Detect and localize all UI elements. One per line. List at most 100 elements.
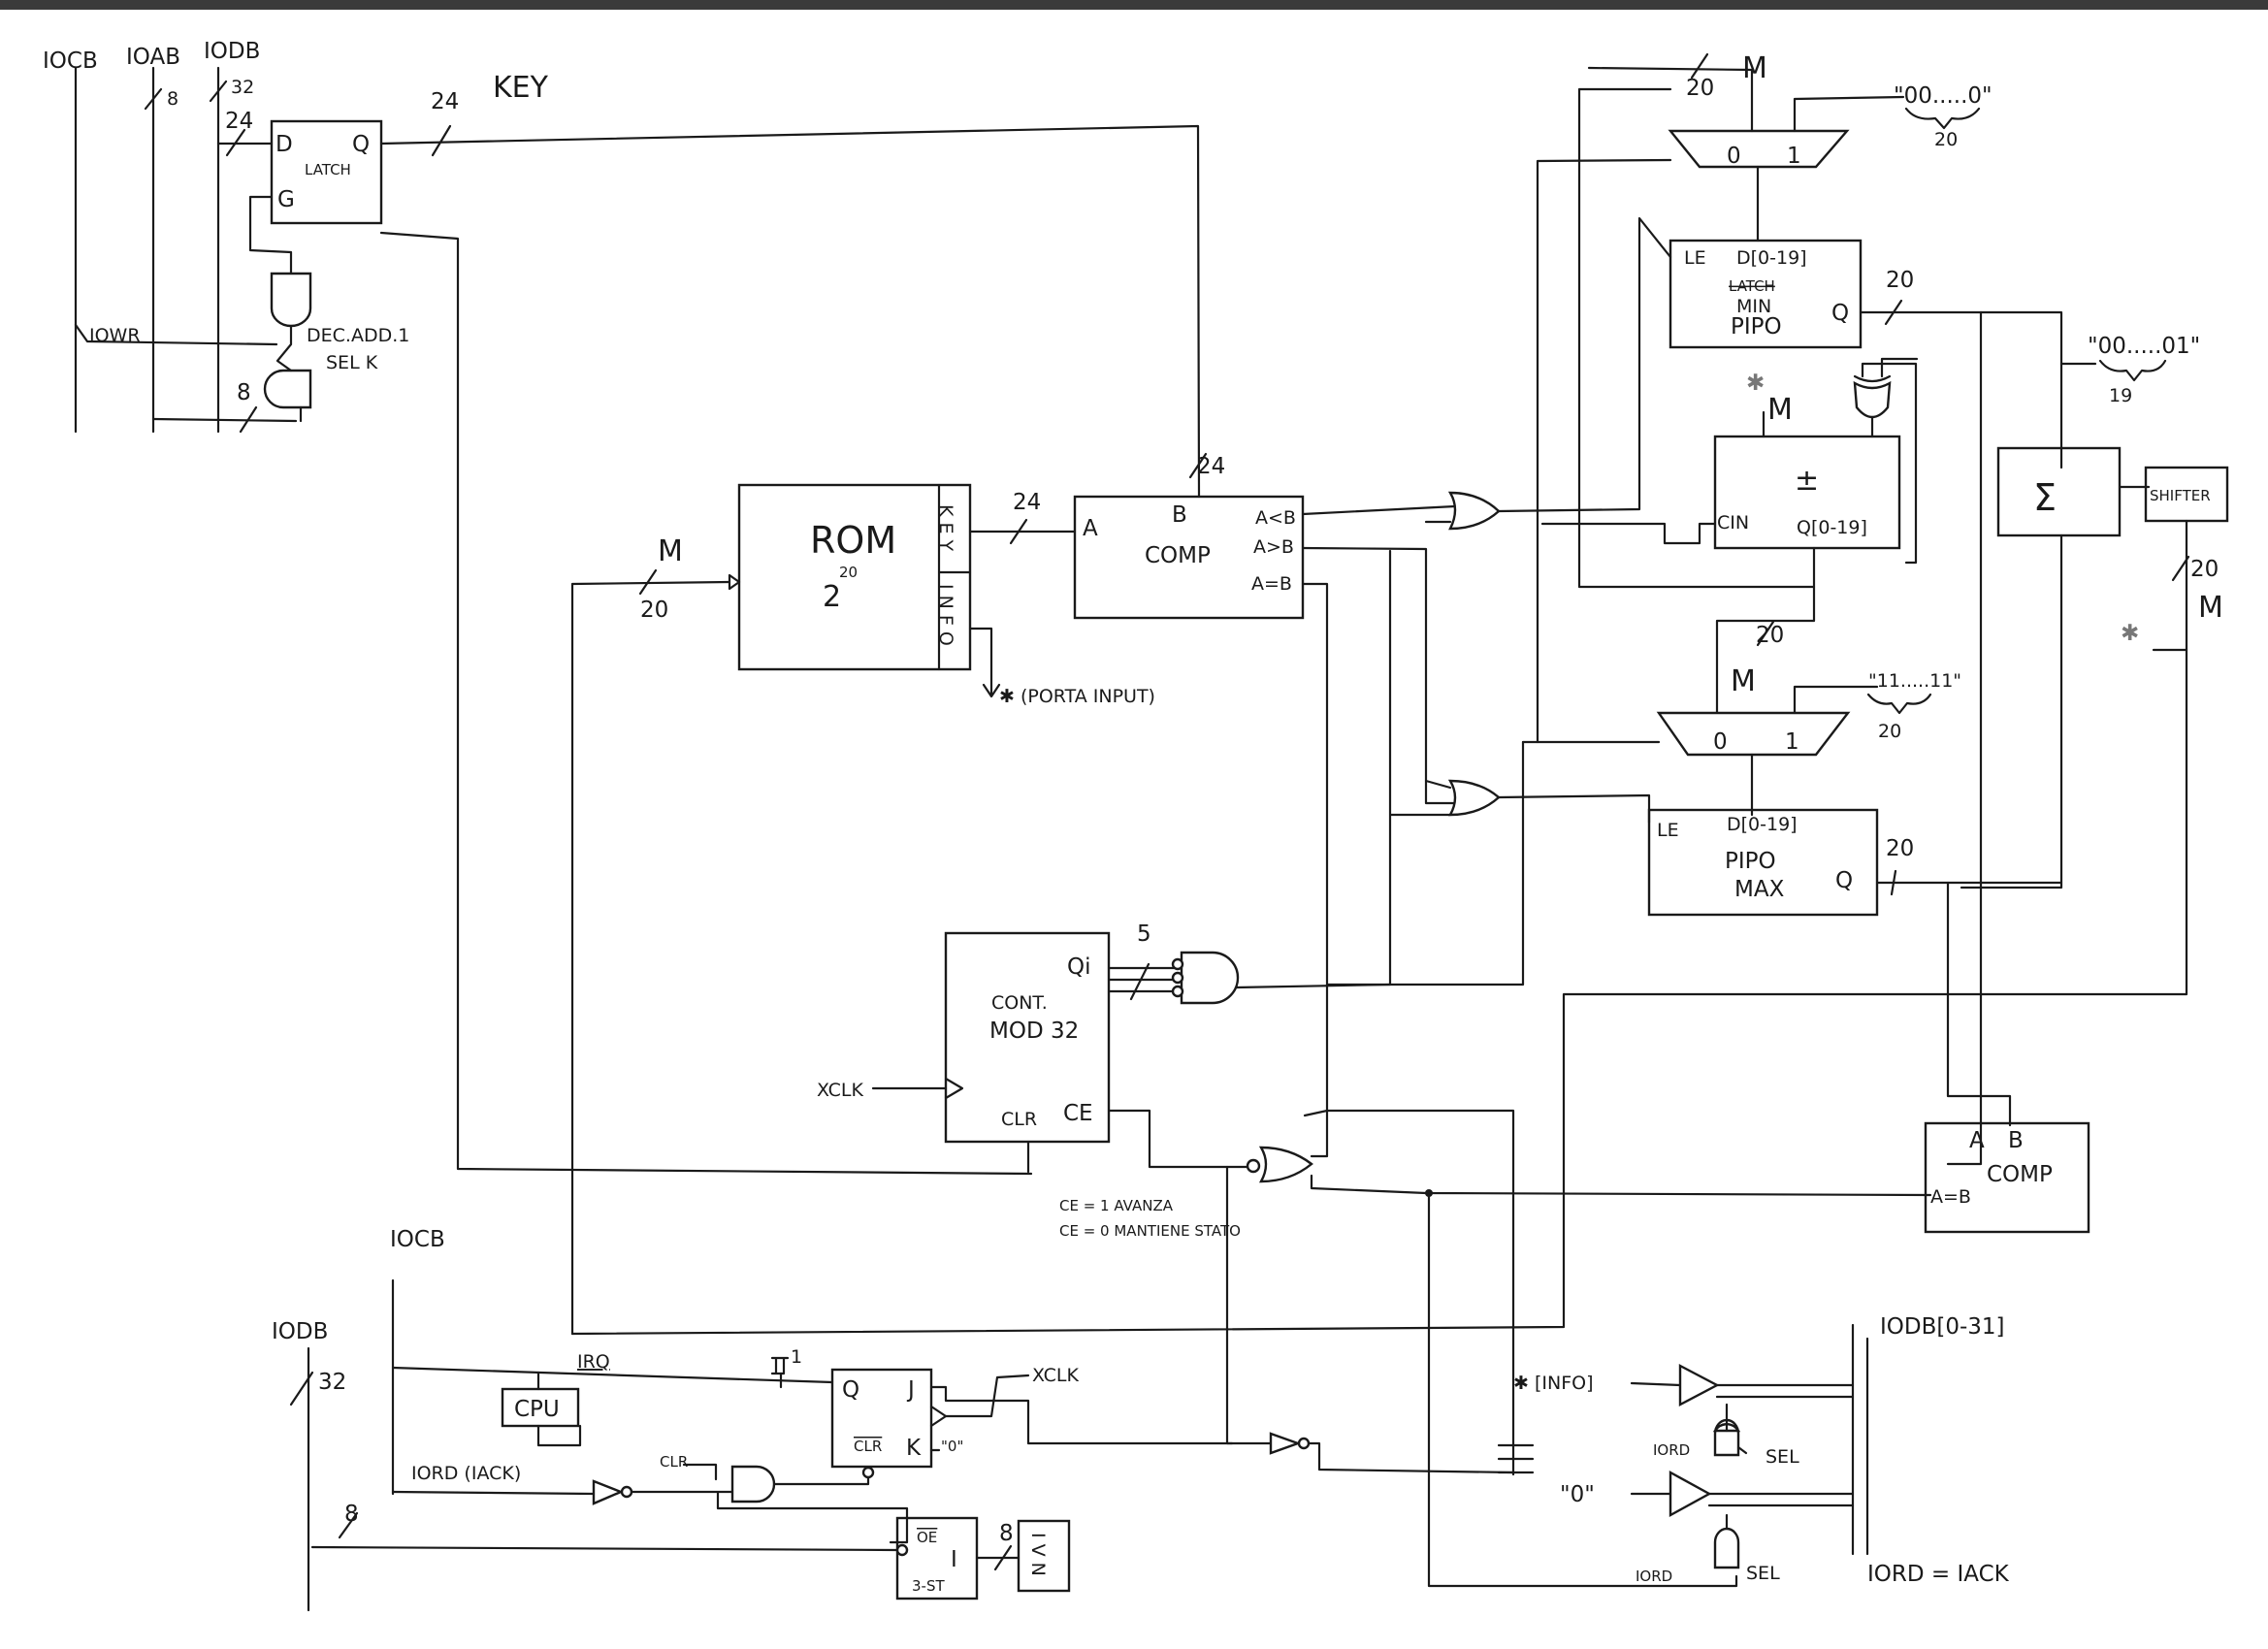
out-iord1: IORD [1653,1441,1690,1459]
decoder-width: 8 [237,380,251,405]
decoder-line2: SEL K [326,352,378,373]
rom-addr-feedback [379,231,1033,1176]
rom-info-pins: I N F O [935,584,956,646]
pipo-min-le: LE [1684,247,1706,269]
rom-info-out [968,627,1001,698]
shifter-slash [2171,555,2190,582]
ce-or-in1 [1310,1109,1329,1158]
counter-name1: CONT. [991,992,1048,1014]
pipo-max-name1: PIPO [1725,849,1776,874]
rom-key-pins: K E Y [935,504,956,552]
io-bus-section: IOCB IOAB IODB 8 32 IOWR 8 [43,39,298,434]
iodb-width-slash [209,80,228,103]
comp1-b: B [1172,502,1187,528]
mux-min-m: M [1742,51,1767,85]
latch-g-pin: G [277,187,295,212]
counter-and-bubble-1 [1171,957,1184,971]
pipo-min-q: Q [1831,301,1849,326]
three-state-label: 3-ST [912,1577,945,1595]
jk-xclk: XCLK [1032,1365,1079,1386]
out-zero: "0" [1560,1482,1595,1507]
decoder-width-slash [239,405,258,434]
latch-in-width: 24 [225,109,253,134]
mux-min-width: 20 [1686,76,1714,101]
latch-d-pin: D [275,132,293,157]
rom-addr-wire [570,580,731,1336]
or-max-in [1424,779,1452,790]
counter-clk-tri [944,1077,964,1100]
rom-addr-m: M [658,534,683,568]
three-state-in-width: 8 [999,1521,1014,1546]
shifter-out [570,519,2188,1336]
iodb-8-width: 8 [344,1502,359,1527]
three-state-oe: OE [917,1529,937,1546]
one-label: 1 [791,1346,802,1368]
comp2-aeb: A=B [1930,1186,1971,1208]
iord-iack-label: IORD (IACK) [411,1463,521,1484]
counter-name2: MOD 32 [989,1018,1079,1044]
pipo-max-name2: MAX [1734,877,1785,902]
latch-q-wire [379,124,1201,499]
ivn-label: I V N [1027,1533,1049,1576]
jk-k: K [906,1436,922,1461]
pipo-max-q-branch [1946,881,2012,1127]
jk-clr: CLR [854,1438,882,1455]
addsub-cin: CIN [1717,512,1749,534]
max-section: M 0 1 "11.....11" 20 LE D[0-19] PIPO MAX… [1497,664,2063,1127]
mux-min-in0: 0 [1727,144,1741,169]
mux-min-top-wire [1587,66,1754,133]
out-sel-and-2 [1713,1527,1740,1569]
ioab-width-slash [144,87,163,111]
not-gate-ce-out [1307,1441,1515,1474]
counter-clr: CLR [1001,1109,1037,1130]
rom-divider [937,483,972,671]
three-state-in: I [951,1547,957,1572]
counter-ce: CE [1063,1101,1093,1126]
addsub-box [1713,435,1901,550]
ce-or-bubble [1246,1158,1261,1174]
mux-min [1668,129,1850,169]
comp1-a: A [1083,516,1098,541]
not-gate-ce [1269,1432,1302,1455]
out-sel-1-wire [1725,1403,1748,1455]
counter-and [1180,951,1240,1005]
jk-j: J [906,1377,915,1403]
ce-note-1: CE = 1 AVANZA [1059,1197,1174,1214]
decoder-line1: DEC.ADD.1 [307,325,409,346]
comp1-name: COMP [1145,543,1211,568]
addsub-q: Q[0-19] [1797,517,1867,538]
out-buffer-2 [1669,1470,1712,1518]
and-gate-1 [270,272,312,328]
out-bus-label: IODB[0-31] [1880,1314,2005,1340]
ce-to-not [1225,1165,1273,1445]
pipo-min-q-wire [1859,310,2063,469]
counter-qi-bus [1107,966,1178,993]
counter-width: 5 [1137,922,1151,947]
out-note: IORD = IACK [1867,1562,2010,1587]
out-sel2: SEL [1746,1563,1780,1584]
mux-min-const-width: 20 [1934,129,1958,150]
iowr-wire [74,323,278,346]
min-section: 0 1 20 M "00.....0" 20 LE D[0-19] LATCH … [1497,51,2063,1166]
irq-label: IRQ [577,1351,610,1373]
mux-max-const-brace [1866,693,1932,715]
counter-qi-slash [1129,962,1150,1001]
addsub-section: ✱ M ± CIN Q[0-19] 20 "00.....01" 19 [1540,87,2200,734]
sum-symbol: Σ [2033,476,2057,519]
comp1-alb: A<B [1255,507,1296,529]
bottom-iodb-width: 32 [318,1370,346,1395]
cpu-irq-tap [536,1371,582,1447]
addsub-out-slash [1756,620,1775,647]
counter-and-bubble-2 [1171,971,1184,985]
counter-section: CONT. MOD 32 Qi CLR CE XCLK 5 CE = 1 AVA… [817,922,1248,1240]
latch-out-slash [431,124,452,157]
comp1-a-slash [1009,518,1028,545]
jk-clk-wire [944,1374,1030,1418]
bottom-iodb-label: IODB [272,1319,328,1344]
counter-ce-wire [1107,1109,1248,1169]
mux-max-in1: 1 [1785,729,1799,755]
three-state-bubble [895,1543,909,1557]
one-symbol [770,1356,790,1375]
comp2-b: B [2008,1128,2024,1153]
rom-addr-width: 20 [640,598,668,623]
